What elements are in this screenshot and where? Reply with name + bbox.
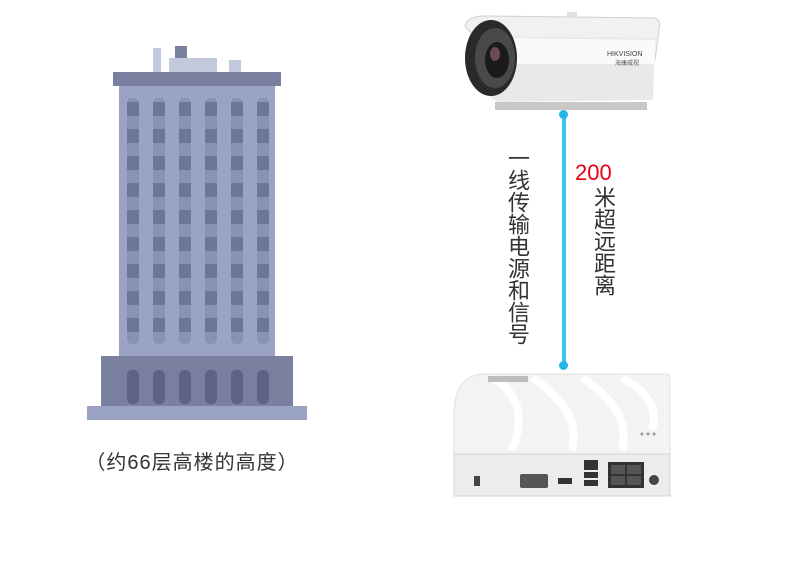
distance-number: 200 xyxy=(575,160,612,185)
distance-label: 米超远距离 xyxy=(591,186,616,296)
nvr-recorder-image xyxy=(453,373,671,497)
bullet-camera-image: HIKVISION 海康威视 xyxy=(464,12,660,110)
cable-line xyxy=(562,112,566,366)
cable-endpoint-top xyxy=(559,110,568,119)
building-illustration xyxy=(87,46,307,420)
cable-endpoint-bottom xyxy=(559,361,568,370)
building-caption: （约66层高楼的高度） xyxy=(85,452,299,474)
power-signal-label: 一线传输电源和信号 xyxy=(505,147,530,345)
camera-brand-logo: HIKVISION xyxy=(607,51,642,58)
svg-text:海康威视: 海康威视 xyxy=(615,59,639,67)
